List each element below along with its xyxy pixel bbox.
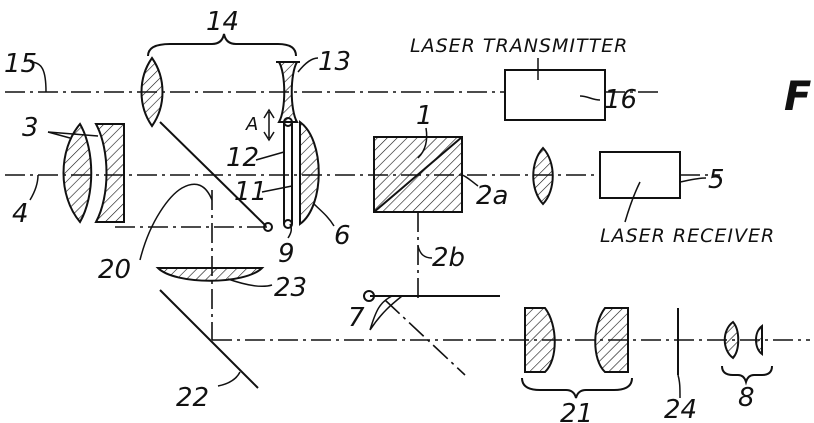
lens-13-concave	[277, 61, 299, 123]
brace-14	[147, 33, 297, 57]
label-11: 11	[234, 177, 267, 207]
beam-splitter-diagonal	[373, 136, 463, 213]
label-6: 6	[334, 221, 351, 251]
leader-7	[369, 295, 403, 331]
relay-lens-21b	[594, 307, 629, 373]
receiver-lens	[532, 146, 554, 206]
caption-laser-transmitter: LASER TRANSMITTER	[410, 35, 628, 57]
label-22: 22	[176, 383, 209, 413]
label-21: 21	[560, 399, 593, 423]
leader-1	[417, 127, 428, 159]
leader-23	[227, 278, 273, 288]
leader-16	[579, 95, 601, 101]
label-2b: 2b	[432, 243, 465, 273]
mirror-7-pivot	[363, 290, 375, 302]
receiver-leader	[624, 181, 641, 223]
leader-5	[679, 177, 707, 183]
laser-receiver-box	[599, 151, 681, 199]
leader-22	[217, 371, 241, 387]
eyepiece-lens-8a	[723, 320, 740, 360]
leader-12	[255, 151, 285, 161]
leader-15	[29, 61, 47, 93]
reticle-pivot-top	[283, 117, 293, 127]
mirror-20	[159, 121, 267, 227]
figure-letter: F	[784, 74, 811, 120]
caption-laser-receiver: LASER RECEIVER	[600, 225, 775, 247]
leader-11	[261, 185, 293, 193]
leader-20	[139, 183, 213, 261]
label-23: 23	[274, 273, 307, 303]
leader-6	[313, 203, 335, 227]
eyepiece-lens-8b	[755, 323, 763, 357]
lens-6	[299, 120, 320, 226]
label-15: 15	[4, 49, 37, 79]
lens-23	[155, 267, 265, 282]
diagonal-axis-7	[384, 299, 466, 376]
label-3: 3	[22, 113, 39, 143]
label-4: 4	[12, 199, 29, 229]
label-9: 9	[278, 239, 295, 269]
label-1: 1	[416, 101, 433, 131]
leader-24	[677, 374, 681, 399]
label-20: 20	[98, 255, 131, 285]
label-12: 12	[226, 143, 259, 173]
label-24: 24	[664, 395, 697, 423]
brace-21	[521, 377, 633, 399]
lens-14-left	[140, 56, 164, 128]
leader-13	[297, 57, 319, 73]
objective-lens-front	[62, 122, 93, 224]
mirror-22	[159, 289, 259, 389]
leader-9	[287, 223, 293, 239]
label-7: 7	[348, 303, 365, 333]
label-13: 13	[318, 47, 351, 77]
reticle-pivot-bottom	[283, 219, 293, 229]
label-14: 14	[206, 7, 239, 37]
label-8: 8	[738, 383, 755, 413]
leader-4	[29, 174, 39, 201]
leader-2b	[417, 245, 433, 259]
relay-lens-21a	[524, 307, 556, 373]
arrow-A	[263, 108, 275, 142]
leader-3b	[47, 131, 99, 137]
brace-8	[721, 365, 773, 386]
label-A: A	[245, 114, 258, 135]
leader-2a	[461, 174, 479, 187]
label-5: 5	[708, 165, 725, 195]
laser-transmitter-box	[504, 69, 606, 121]
objective-lens-rear	[94, 123, 125, 223]
label-16: 16	[604, 85, 637, 115]
mirror-20-pivot	[263, 222, 273, 232]
label-2a: 2a	[476, 181, 508, 211]
